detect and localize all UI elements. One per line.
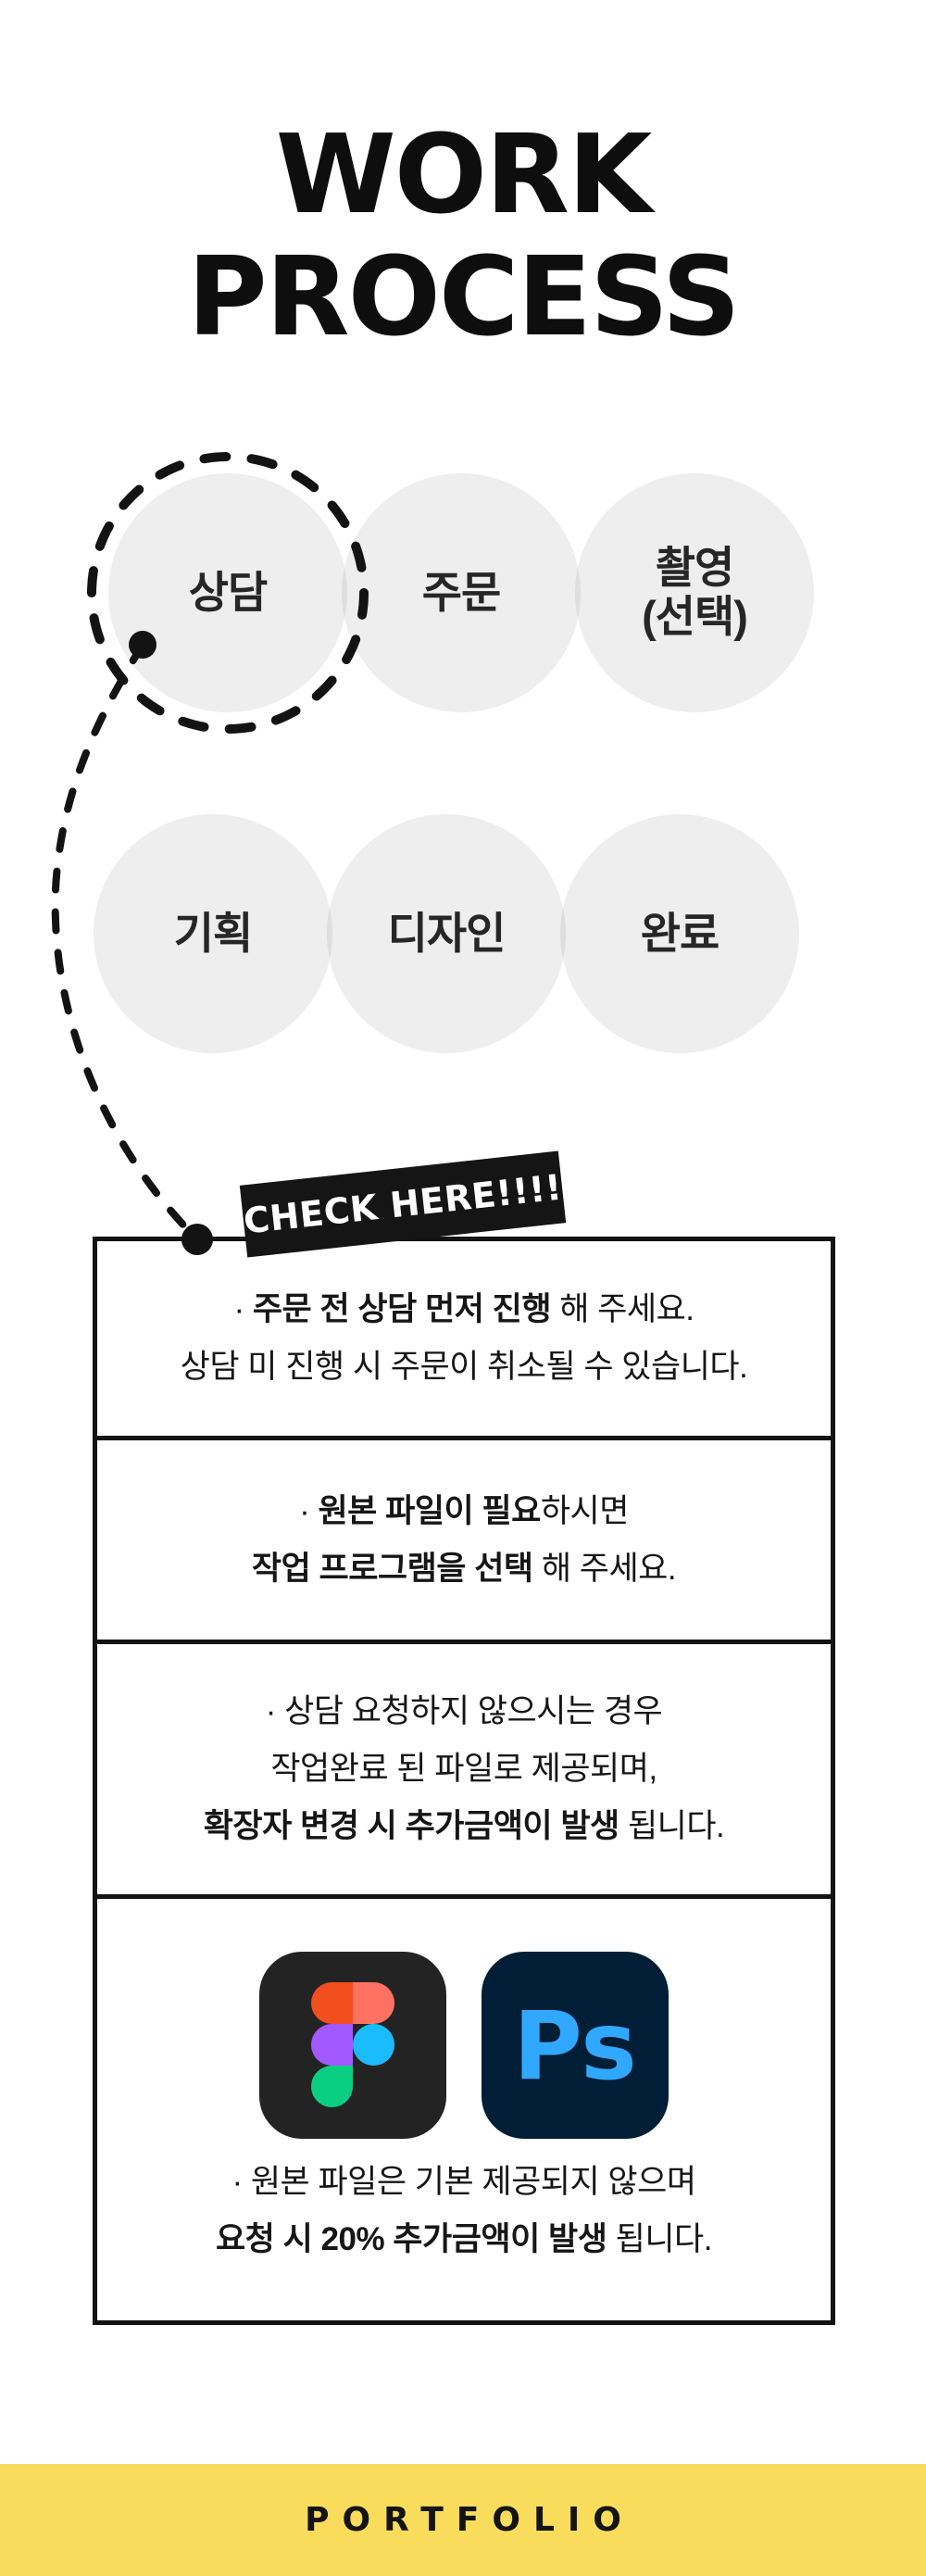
step-circle-complete: 완료 xyxy=(560,814,799,1053)
step-label-design: 디자인 xyxy=(387,908,507,958)
note-section-original-file-option: · 원본 파일이 필요하시면 작업 프로그램을 선택 해 주세요. xyxy=(97,1436,831,1640)
check-here-badge-label: CHECK HERE!!!! xyxy=(241,1166,565,1242)
footer-bar: PORTFOLIO xyxy=(0,2464,926,2576)
step-label-complete: 완료 xyxy=(640,908,720,958)
step-circle-consult: 상담 xyxy=(108,473,347,712)
note-line: 작업완료 된 파일로 제공되며, xyxy=(270,1751,657,1787)
note-section-consult-first: · 주문 전 상담 먼저 진행 해 주세요. 상담 미 진행 시 주문이 취소될… xyxy=(97,1241,831,1436)
note-line: 상담 미 진행 시 주문이 취소될 수 있습니다. xyxy=(180,1349,748,1385)
step-circle-design: 디자인 xyxy=(327,814,566,1053)
app-icons-row: Ps xyxy=(259,1951,669,2139)
step-circle-shooting: 촬영 (선택) xyxy=(575,473,814,712)
photoshop-ps-glyph: Ps xyxy=(513,1991,637,2102)
photoshop-app-icon: Ps xyxy=(482,1951,669,2139)
page-title-line-1: WORK xyxy=(275,110,653,238)
footer-portfolio-label: PORTFOLIO xyxy=(305,2501,634,2539)
figma-logo-icon xyxy=(311,1982,394,2107)
step-circle-order: 주문 xyxy=(342,473,581,712)
figma-app-icon xyxy=(259,1951,446,2139)
note-section-source-file-fee: Ps · 원본 파일은 기본 제공되지 않으며 요청 시 20% 추가금액이 발… xyxy=(97,1894,831,2320)
note-line: · 상담 요청하지 않으시는 경우 xyxy=(265,1693,663,1729)
page-title-line-2: PROCESS xyxy=(187,232,741,361)
note-line: 확장자 변경 시 추가금액이 발생 됩니다. xyxy=(203,1808,725,1844)
notes-box: · 주문 전 상담 먼저 진행 해 주세요. 상담 미 진행 시 주문이 취소될… xyxy=(93,1237,835,2325)
note-line: · 원본 파일은 기본 제공되지 않으며 xyxy=(232,2163,696,2200)
note-line: · 주문 전 상담 먼저 진행 해 주세요. xyxy=(233,1291,694,1327)
page-title: WORK PROCESS xyxy=(0,113,926,358)
step-label-planning: 기획 xyxy=(173,908,253,958)
note-section-no-consult-case: · 상담 요청하지 않으시는 경우 작업완료 된 파일로 제공되며, 확장자 변… xyxy=(97,1640,831,1894)
step-label-shooting: 촬영 (선택) xyxy=(642,543,748,641)
note-line: · 원본 파일이 필요하시면 xyxy=(299,1492,629,1529)
note-line: 작업 프로그램을 선택 해 주세요. xyxy=(251,1550,677,1587)
step-circle-planning: 기획 xyxy=(94,814,332,1053)
step-label-consult: 상담 xyxy=(188,567,268,617)
note-line: 요청 시 20% 추가금액이 발생 됩니다. xyxy=(215,2220,713,2257)
step-label-order: 주문 xyxy=(421,567,501,617)
